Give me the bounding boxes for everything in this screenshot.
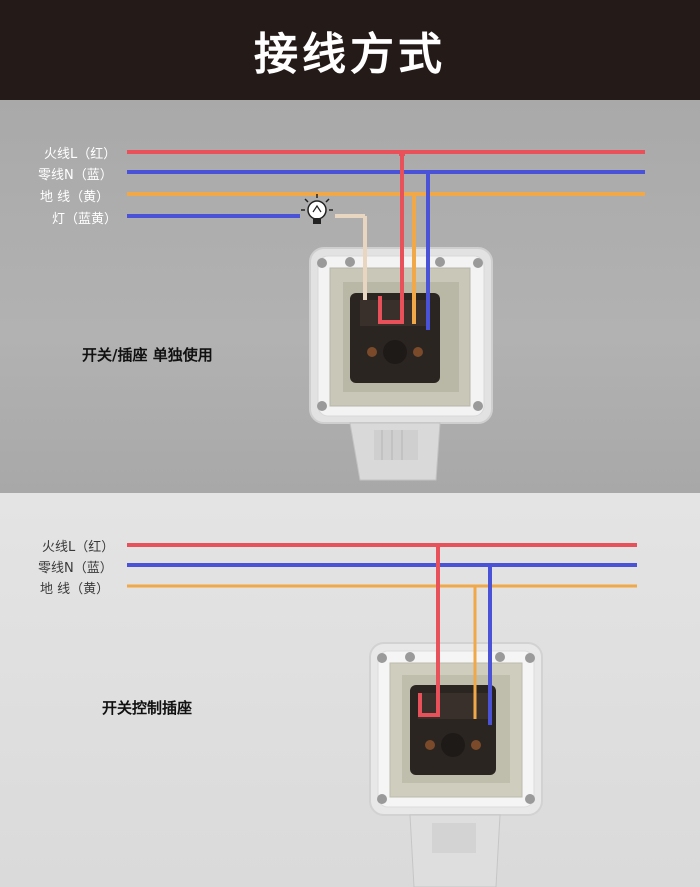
top-caption: 开关/插座 单独使用	[82, 346, 213, 364]
live-drop	[378, 152, 404, 324]
wire-label-neutral: 零线N（蓝）	[38, 168, 113, 183]
wire-label-neutral: 零线N（蓝）	[38, 561, 113, 576]
bottom-caption: 开关控制插座	[102, 699, 193, 717]
light-bulb-icon	[301, 194, 333, 224]
wire-label-lamp: 灯（蓝黄）	[52, 212, 118, 227]
page-title: 接线方式	[254, 29, 446, 80]
bottom-wiring-diagram	[127, 543, 637, 887]
header-bar: 接线方式	[0, 0, 700, 100]
top-panel: 火线L（红） 零线N（蓝） 地 线（黄） 灯（蓝黄） 开关/插座 单独使用	[0, 100, 700, 493]
wire-label-ground: 地 线（黄）	[40, 582, 110, 597]
wire-label-ground: 地 线（黄）	[40, 190, 110, 205]
wire-label-live: 火线L（红）	[42, 540, 115, 555]
top-wiring-diagram	[127, 150, 645, 481]
switch-socket-box	[369, 642, 543, 887]
live-drop	[418, 545, 440, 717]
wire-label-live: 火线L（红）	[44, 147, 117, 162]
bottom-panel: 火线L（红） 零线N（蓝） 地 线（黄） 开关控制插座	[0, 493, 700, 887]
